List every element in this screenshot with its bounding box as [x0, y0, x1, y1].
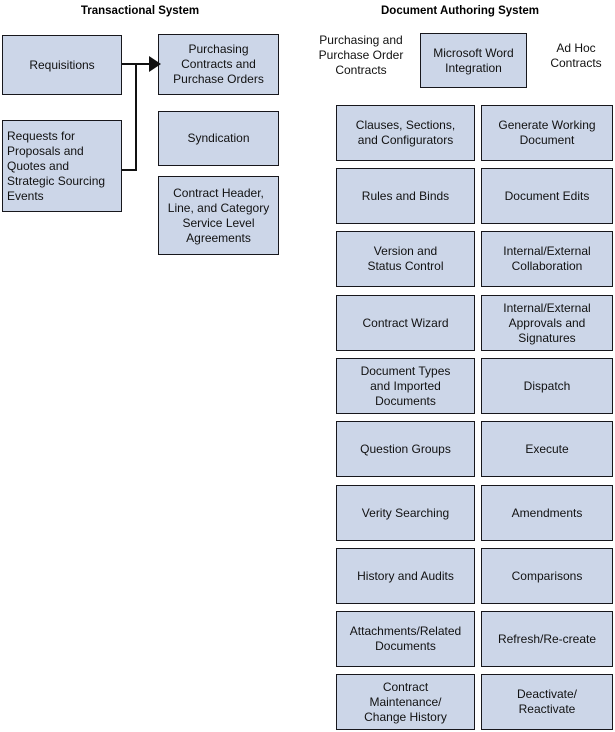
node-dispatch[interactable]: Dispatch — [481, 358, 613, 414]
node-attachments-related-documents[interactable]: Attachments/Related Documents — [336, 611, 475, 667]
node-requisitions[interactable]: Requisitions — [2, 35, 122, 95]
node-verity-searching[interactable]: Verity Searching — [336, 485, 475, 541]
node-internal-external-collaboration[interactable]: Internal/External Collaboration — [481, 231, 613, 287]
node-clauses-sections-and-configurators[interactable]: Clauses, Sections, and Configurators — [336, 105, 475, 161]
node-refresh-re-create[interactable]: Refresh/Re-create — [481, 611, 613, 667]
node-version-and-status-control[interactable]: Version and Status Control — [336, 231, 475, 287]
node-history-and-audits[interactable]: History and Audits — [336, 548, 475, 604]
node-generate-working-document[interactable]: Generate Working Document — [481, 105, 613, 161]
node-rules-and-binds[interactable]: Rules and Binds — [336, 168, 475, 224]
node-question-groups[interactable]: Question Groups — [336, 421, 475, 477]
node-purchasing-contracts-and-purchase-orders[interactable]: Purchasing Contracts and Purchase Orders — [158, 34, 279, 95]
node-microsoft-word-integration[interactable]: Microsoft Word Integration — [420, 33, 527, 88]
node-requests-for-proposals-quotes-strategic-sourcing[interactable]: Requests for Proposals and Quotes and St… — [2, 120, 122, 212]
node-comparisons[interactable]: Comparisons — [481, 548, 613, 604]
node-internal-external-approvals-and-signatures[interactable]: Internal/External Approvals and Signatur… — [481, 295, 613, 351]
caption-purchasing-and-purchase-order-contracts: Purchasing and Purchase Order Contracts — [318, 33, 404, 77]
section-title-document-authoring-system: Document Authoring System — [380, 5, 540, 17]
caption-ad-hoc-contracts: Ad Hoc Contracts — [550, 41, 602, 70]
node-document-edits[interactable]: Document Edits — [481, 168, 613, 224]
node-syndication[interactable]: Syndication — [158, 111, 279, 166]
node-contract-maintenance-change-history[interactable]: Contract Maintenance/ Change History — [336, 674, 475, 730]
node-amendments[interactable]: Amendments — [481, 485, 613, 541]
node-document-types-and-imported-documents[interactable]: Document Types and Imported Documents — [336, 358, 475, 414]
node-deactivate-reactivate[interactable]: Deactivate/ Reactivate — [481, 674, 613, 730]
node-execute[interactable]: Execute — [481, 421, 613, 477]
connector-rfp-to-purchasing — [122, 64, 137, 171]
section-title-transactional-system: Transactional System — [80, 5, 200, 17]
node-contract-header-line-and-category-service-level-agreements[interactable]: Contract Header, Line, and Category Serv… — [158, 176, 279, 255]
node-contract-wizard[interactable]: Contract Wizard — [336, 295, 475, 351]
